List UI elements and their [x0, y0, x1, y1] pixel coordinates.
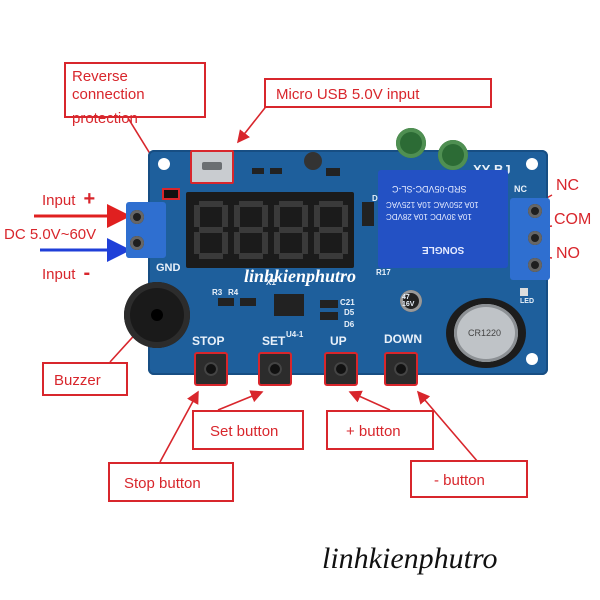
relay-model: SRD-05VDC-SL-C	[392, 184, 467, 194]
stop-silk: STOP	[192, 334, 225, 348]
board-nc-label: NC	[514, 184, 527, 194]
no-label: NO	[556, 245, 580, 262]
relay-rating-2: 10A 30VDC 10A 28VDC	[386, 212, 472, 221]
battery-holder: CR1220	[446, 298, 526, 368]
seven-segment-display	[186, 192, 354, 268]
reverse-protection-callout: Reverse connection protection	[64, 62, 206, 127]
mounting-hole	[526, 158, 538, 170]
small-capacitor	[400, 290, 422, 312]
buzzer-callout: Buzzer	[42, 362, 128, 396]
set-silk: SET	[262, 334, 286, 348]
set-button[interactable]	[258, 352, 292, 386]
mounting-hole	[526, 353, 538, 365]
up-button[interactable]	[324, 352, 358, 386]
buzzer	[124, 282, 190, 348]
reverse-diode	[162, 188, 180, 200]
plus-button-callout: + button	[326, 410, 434, 450]
nc-label: NC	[556, 177, 580, 194]
down-button[interactable]	[384, 352, 418, 386]
capacitor	[396, 128, 426, 158]
capacitor	[438, 140, 468, 170]
u41-label: U4-1	[286, 330, 304, 339]
x1-label: X1	[266, 278, 276, 287]
input-minus-label: Input -	[42, 262, 91, 284]
plus-sign: +	[83, 188, 96, 210]
relay: SRD-05VDC-SL-C 10A 250VAC 10A 125VAC 10A…	[378, 170, 508, 268]
cap-label: 47 16V	[402, 294, 415, 308]
dc-range-label: DC 5.0V~60V	[4, 226, 97, 243]
stop-button[interactable]	[194, 352, 228, 386]
relay-rating-1: 10A 250VAC 10A 125VAC	[386, 200, 479, 209]
stop-button-callout: Stop button	[108, 462, 234, 502]
mounting-hole	[158, 158, 170, 170]
up-silk: UP	[330, 334, 347, 348]
brand-watermark: linhkienphutro	[322, 542, 498, 575]
down-silk: DOWN	[384, 332, 422, 346]
board-watermark: linhkienphutro	[244, 266, 357, 286]
coin-battery: CR1220	[454, 304, 518, 362]
minus-sign: -	[83, 262, 91, 284]
d1-label: D1	[372, 194, 382, 203]
c21-label: C21	[340, 298, 355, 307]
r3-label: R3	[212, 288, 223, 297]
set-button-callout: Set button	[192, 410, 304, 450]
r17-label: R17	[376, 268, 391, 277]
input-plus-label: Input +	[42, 188, 96, 210]
d6-label: D6	[344, 320, 355, 329]
d5-label: D5	[344, 308, 355, 317]
inductor	[304, 152, 322, 170]
led-label: LED	[520, 298, 534, 305]
relay-brand: SONGLE	[422, 244, 465, 255]
ic-chip	[274, 294, 304, 316]
led	[520, 288, 528, 296]
r4-label: R4	[228, 288, 239, 297]
input-terminal	[126, 202, 166, 258]
pcb-board: XY-BJ GND D1 R4	[126, 128, 550, 375]
usb-callout: Micro USB 5.0V input	[264, 78, 492, 108]
minus-button-callout: - button	[410, 460, 528, 498]
com-label: COM	[554, 211, 592, 228]
relay-output-terminal	[510, 198, 550, 280]
micro-usb-port	[190, 150, 234, 184]
gnd-label: GND	[156, 262, 181, 274]
